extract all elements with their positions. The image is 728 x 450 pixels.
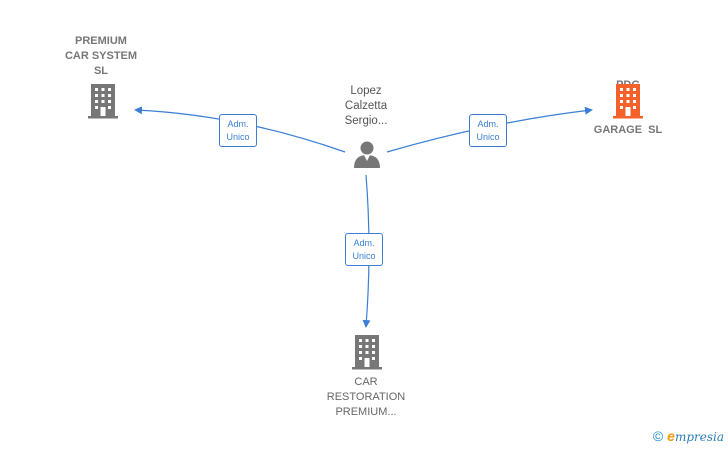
logo-name: mpresia — [674, 430, 724, 444]
role-badge-restoration[interactable]: Adm. Unico — [345, 233, 383, 266]
role-badge-restoration-line-2: Unico — [352, 251, 376, 261]
role-badge-premium[interactable]: Adm. Unico — [219, 114, 257, 147]
person-icon[interactable] — [352, 139, 382, 169]
pdg-label-line-2: GARAGE SL — [593, 124, 663, 136]
person-name-line-1: Lopez — [350, 85, 382, 97]
building-icon[interactable] — [612, 83, 644, 119]
building-icon[interactable] — [351, 334, 383, 370]
copyright-symbol: © — [652, 428, 664, 444]
restoration-label-line-3: PREMIUM... — [335, 406, 397, 418]
person-name-line-3: Sergio... — [344, 115, 388, 127]
person-name-line-2: Calzetta — [344, 100, 388, 112]
company-label-car-restoration[interactable]: CAR RESTORATION PREMIUM... — [316, 375, 416, 420]
person-name-label[interactable]: Lopez Calzetta Sergio... — [328, 84, 404, 129]
restoration-label-line-2: RESTORATION — [326, 391, 406, 403]
company-label-premium-car-system[interactable]: PREMIUM CAR SYSTEM SL — [56, 34, 146, 79]
premium-label-line-3: SL — [93, 65, 109, 77]
logo-initial: e — [667, 428, 675, 444]
role-badge-restoration-line-1: Adm. — [353, 238, 375, 248]
role-badge-pdg-line-1: Adm. — [477, 119, 499, 129]
building-icon[interactable] — [87, 83, 119, 119]
restoration-label-line-1: CAR — [354, 376, 378, 388]
premium-label-line-1: PREMIUM — [75, 35, 127, 47]
premium-label-line-2: CAR SYSTEM — [64, 50, 138, 62]
role-badge-pdg[interactable]: Adm. Unico — [469, 114, 507, 147]
empresia-logo: ©empresia — [653, 428, 724, 444]
role-badge-premium-line-2: Unico — [226, 132, 250, 142]
role-badge-pdg-line-2: Unico — [476, 132, 500, 142]
role-badge-premium-line-1: Adm. — [227, 119, 249, 129]
